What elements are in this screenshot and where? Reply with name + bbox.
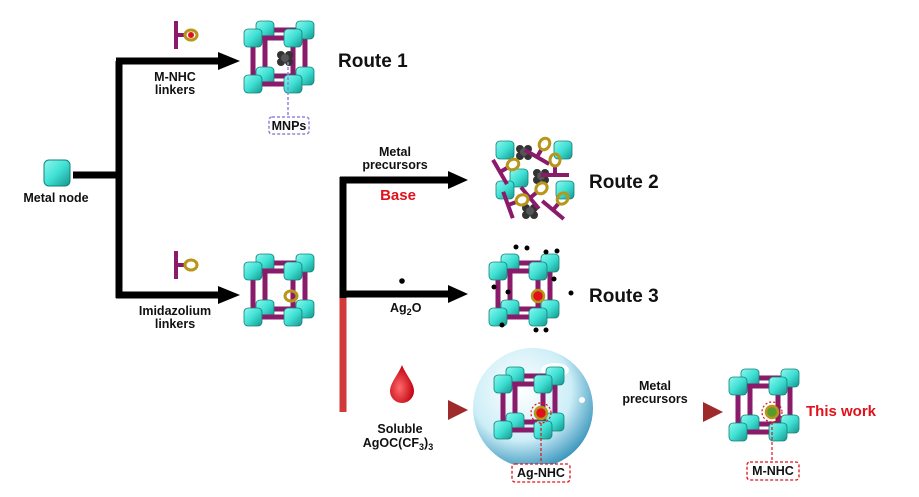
metal-node-cube-icon [43,159,71,187]
step2-reagent-1: Metal [639,379,671,393]
metal-node-label: Metal node [23,191,88,205]
route2-base-label: Base [380,187,416,204]
route2-disassembled-components-icon [491,129,580,221]
this-work-reagent-1: Soluble [377,422,422,436]
mnps-tag: MNPs [272,119,307,133]
route2-reagent-2: precursors [362,158,427,172]
mnp-icon [277,51,293,66]
route2-title: Route 2 [589,172,659,193]
blood-drop-icon [390,365,414,403]
route1-linker-label-1: M-NHC [154,70,196,84]
imidazolium-label-2: linkers [155,317,195,331]
m-nhc-tag: M-NHC [752,464,794,478]
route2-arrowhead [448,171,468,189]
route3-reagent: Ag2O [390,301,422,317]
this-work-title: This work [806,403,877,420]
route2-reagent-1: Metal [379,145,411,159]
imidazolium-mof-icon [244,254,314,326]
this-work-arrows [339,298,723,422]
ag-particles-icon [491,244,574,333]
imidazolium-arrowhead [218,286,240,304]
imidazolium-linker-icon [174,249,199,281]
this-work-reagent-2: AgOC(CF3)3 [363,436,433,452]
route1-title: Route 1 [338,51,408,72]
route1-linker-label-2: linkers [155,83,195,97]
main-branch-arrows [73,52,468,304]
ag2o-particle-icon [399,278,405,284]
step2-reagent-2: precursors [622,392,687,406]
route1-arrowhead [218,52,240,70]
imidazolium-label-1: Imidazolium [139,304,211,318]
route3-arrowhead [448,285,468,303]
route3-title: Route 3 [589,286,659,307]
route3-mof-icon [489,254,559,326]
m-nhc-mof-icon [729,369,799,441]
ag-nhc-tag: Ag-NHC [517,466,565,480]
